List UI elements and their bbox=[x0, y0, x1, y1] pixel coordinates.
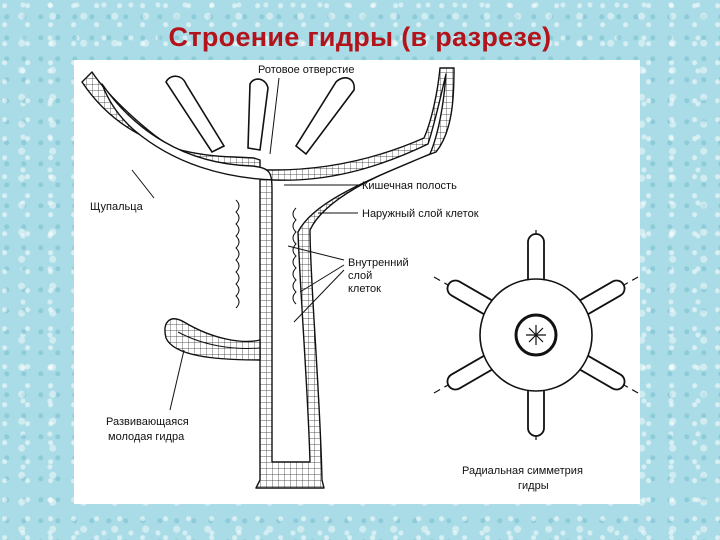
mouth-tentacles bbox=[165, 75, 355, 156]
label-inner-layer-line2: слой bbox=[348, 270, 372, 282]
hydra-body bbox=[81, 67, 455, 489]
label-inner-layer-line3: клеток bbox=[348, 283, 381, 295]
label-tentacles: Щупальца bbox=[90, 201, 144, 213]
label-outer-layer: Наружный слой клеток bbox=[362, 208, 479, 220]
pointer-lines bbox=[131, 77, 360, 411]
bud-young-hydra bbox=[164, 318, 261, 361]
label-gut-cavity: Кишечная полость bbox=[362, 180, 457, 192]
hydra-svg: Ротовое отверстие Кишечная полость Наруж… bbox=[81, 64, 639, 492]
cell-ridges-left bbox=[235, 199, 240, 309]
label-mouth: Ротовое отверстие bbox=[258, 64, 354, 76]
symmetry-center-mark bbox=[526, 325, 546, 345]
tentacle-3 bbox=[294, 77, 355, 156]
label-inner-layer-line1: Внутренний bbox=[348, 257, 409, 269]
label-symmetry-line1: Радиальная симметрия bbox=[462, 465, 583, 477]
label-symmetry-line2: гидры bbox=[518, 480, 549, 492]
hydra-diagram: Ротовое отверстие Кишечная полость Наруж… bbox=[74, 60, 640, 504]
slide-title: Строение гидры (в разрезе) bbox=[168, 22, 552, 52]
tentacle-1 bbox=[165, 75, 226, 154]
label-bud-line2: молодая гидра bbox=[108, 431, 185, 443]
tentacle-2 bbox=[247, 78, 269, 151]
cell-ridges-right bbox=[292, 207, 297, 305]
gut-cavity-shape bbox=[101, 73, 447, 463]
radial-symmetry-diagram bbox=[433, 230, 639, 440]
label-bud-line1: Развивающаяся bbox=[106, 416, 189, 428]
